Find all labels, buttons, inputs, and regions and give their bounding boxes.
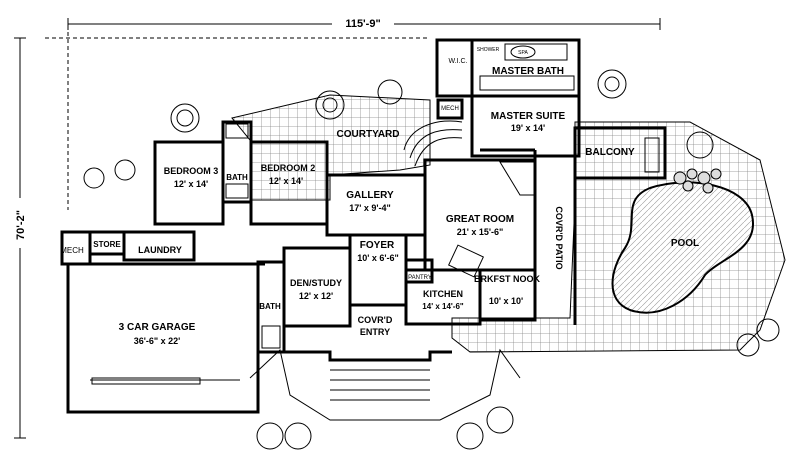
pantry-label: PANTRY [408, 275, 432, 281]
overall-dimension-depth: 70'-2" [10, 37, 30, 439]
gallery-name: GALLERY [346, 190, 394, 201]
laundry-label: LAUNDRY [138, 245, 182, 255]
master-suite-name: MASTER SUITE [491, 111, 566, 122]
store-label: STORE [93, 240, 121, 249]
brkfst-nook-name: BRKFST NOOK [474, 274, 540, 284]
courtyard-label: COURTYARD [337, 129, 400, 140]
balcony-label: BALCONY [585, 147, 635, 158]
den-study-size: 12' x 12' [299, 291, 333, 301]
kitchen-size: 14' x 14'-6" [422, 302, 464, 311]
bath-lower-label: BATH [259, 302, 281, 311]
entry-porch [282, 326, 452, 362]
pool-shape [611, 181, 755, 314]
brkfst-nook-size: 10' x 10' [489, 296, 523, 306]
mech-lower-label: MECH [60, 246, 84, 255]
foyer-size: 10' x 6'-6" [357, 253, 399, 263]
bedroom3-name: BEDROOM 3 [164, 166, 219, 176]
kitchen-name: KITCHEN [423, 289, 463, 299]
mech-upper-label: MECH [441, 106, 459, 112]
covrd-entry-line1: COVR'D [358, 315, 393, 325]
bedroom2-name: BEDROOM 2 [261, 163, 316, 173]
spiral-stair [403, 120, 463, 167]
master-suite-block [470, 94, 581, 158]
overall-dimension-width: 115'-9" [67, 15, 661, 30]
den-study-name: DEN/STUDY [290, 278, 342, 288]
front-bay [249, 348, 521, 421]
covrd-patio-label: COVR'D PATIO [554, 206, 564, 269]
garage-size: 36'-6" x 22' [134, 336, 181, 346]
width-label: 115'-9" [345, 18, 380, 30]
depth-label: 70'-2" [15, 210, 27, 240]
great-room-size: 21' x 15'-6" [457, 227, 504, 237]
spa-label: SPA [518, 50, 528, 56]
garage-name: 3 CAR GARAGE [119, 322, 196, 333]
foyer-name: FOYER [360, 240, 395, 251]
courtyard-paving [231, 94, 431, 201]
wic-label: W.I.C. [448, 58, 467, 65]
pool-label: POOL [671, 238, 699, 249]
shower-label: SHOWER [477, 47, 500, 53]
great-room-name: GREAT ROOM [446, 214, 514, 225]
bedroom3-size: 12' x 14' [174, 179, 208, 189]
gallery-size: 17' x 9'-4" [349, 203, 391, 213]
laundry-walls [122, 230, 196, 262]
pantry-walls [404, 258, 434, 284]
pool-rocks [673, 168, 722, 194]
covrd-entry-line2: ENTRY [360, 327, 390, 337]
landscape-trees [83, 69, 780, 450]
bedroom2-size: 12' x 14' [269, 176, 303, 186]
master-bath-label: MASTER BATH [492, 66, 564, 77]
nook-walls [478, 268, 537, 322]
master-suite-size: 19' x 14' [511, 123, 545, 133]
bath-upper-label: BATH [226, 173, 248, 182]
